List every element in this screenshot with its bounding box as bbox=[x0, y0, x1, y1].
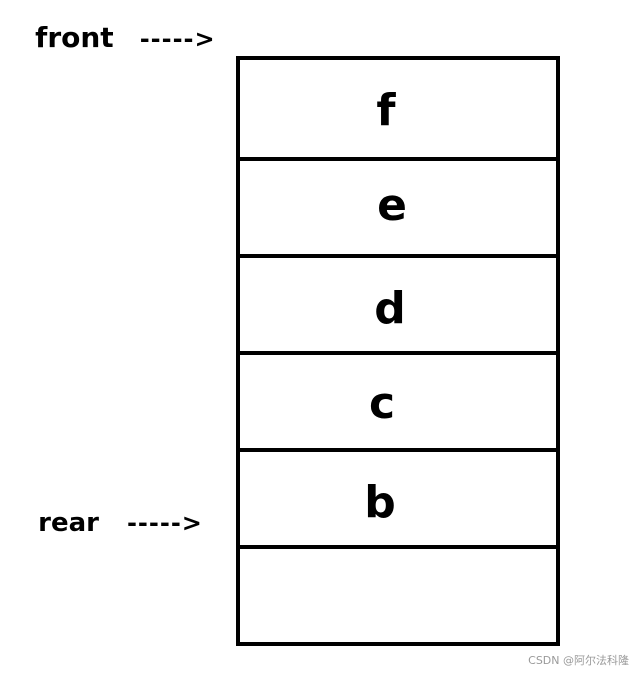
queue-cell-value: e bbox=[377, 180, 407, 231]
queue-array: f e d c b bbox=[236, 56, 560, 646]
queue-cell-value: c bbox=[368, 378, 396, 429]
rear-pointer: rear -----> bbox=[27, 494, 203, 536]
watermark: CSDN @阿尔法科隆 bbox=[528, 654, 629, 667]
queue-cell: c bbox=[240, 351, 556, 448]
queue-cell: e bbox=[240, 157, 556, 254]
rear-arrow: -----> bbox=[126, 509, 203, 537]
queue-cell: b bbox=[240, 448, 556, 545]
queue-cell: d bbox=[240, 254, 556, 351]
front-arrow: -----> bbox=[139, 25, 216, 53]
rear-label: rear bbox=[38, 508, 99, 538]
front-label: front bbox=[35, 21, 114, 54]
queue-cell-value: b bbox=[364, 477, 396, 528]
queue-cell-empty bbox=[240, 545, 556, 642]
queue-cell-value: f bbox=[376, 85, 396, 136]
queue-cell-value: d bbox=[374, 283, 406, 334]
front-pointer: front -----> bbox=[24, 8, 216, 52]
queue-cell: f bbox=[240, 60, 556, 157]
